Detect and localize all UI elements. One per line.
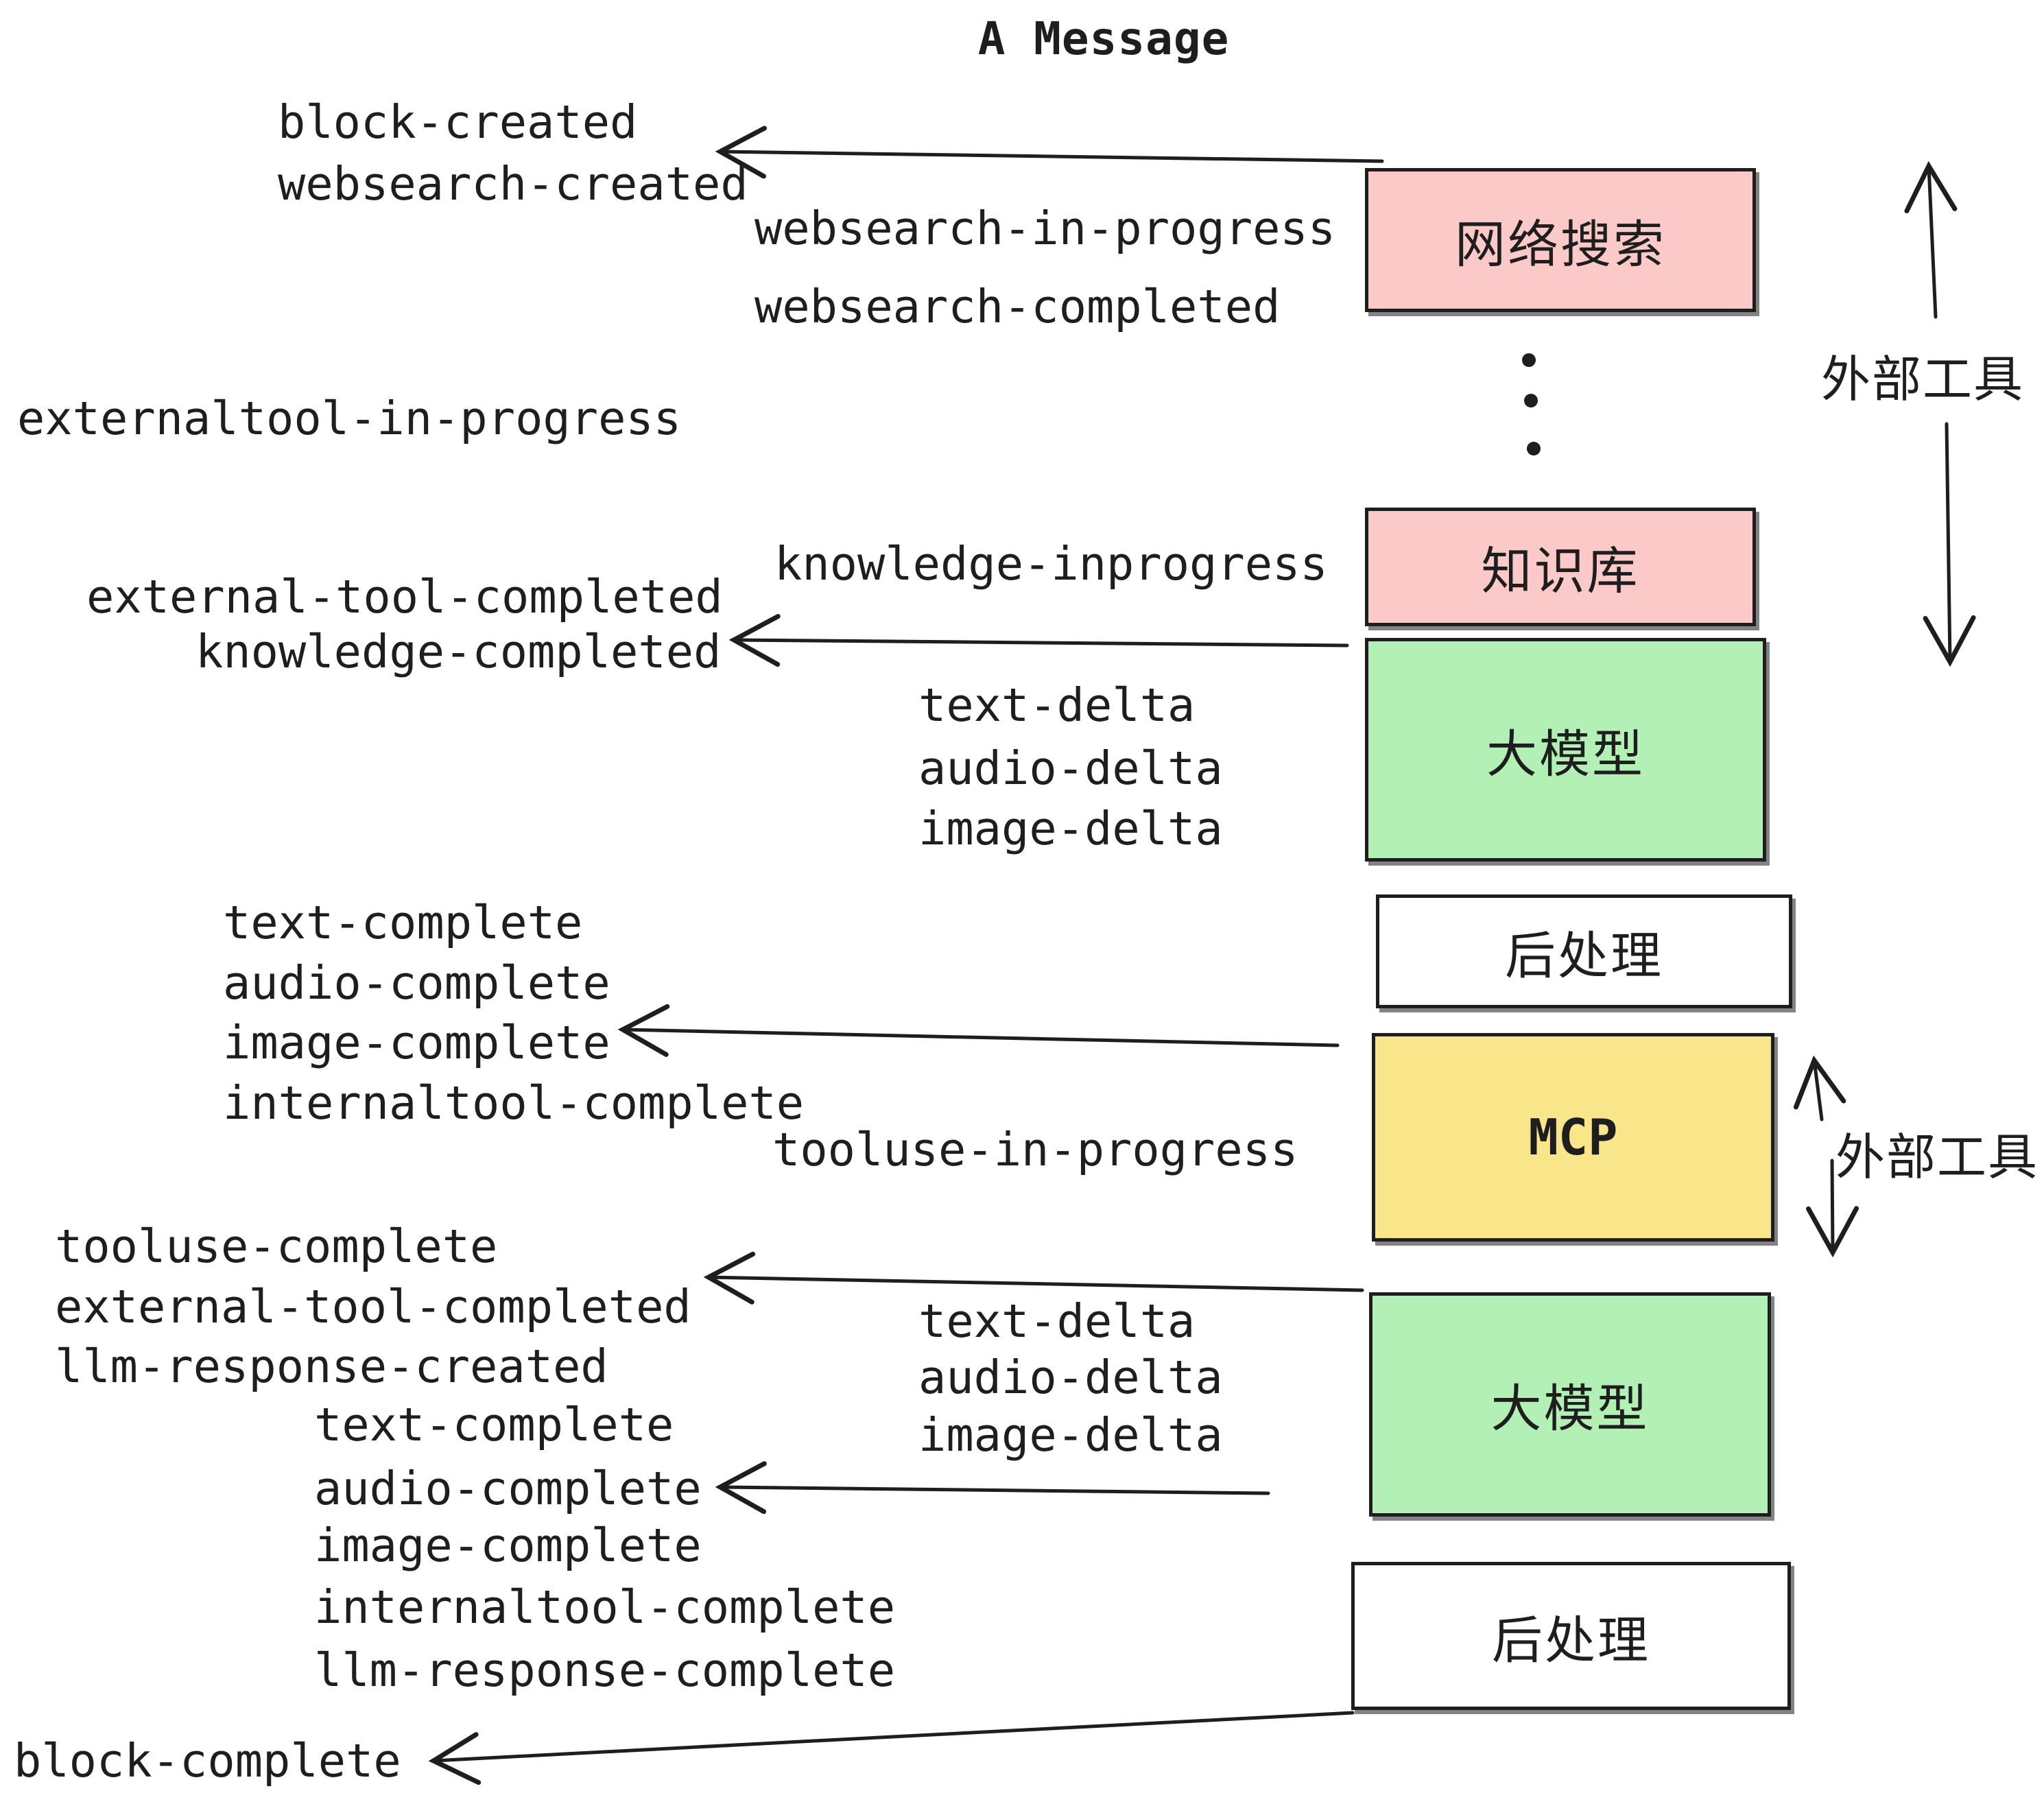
event-external-tool-completed-1: external-tool-completed bbox=[86, 570, 723, 624]
event-websearch-created: websearch-created bbox=[278, 157, 748, 211]
node-postprocess-2: 后处理 bbox=[1351, 1562, 1791, 1710]
node-llm-1: 大模型 bbox=[1365, 638, 1766, 862]
external-tools-label-2: 外部工具 bbox=[1835, 1128, 2039, 1186]
event-tooluse-in-progress: tooluse-in-progress bbox=[772, 1123, 1298, 1176]
event-text-delta-1: text-delta bbox=[918, 678, 1196, 732]
event-knowledge-completed: knowledge-completed bbox=[195, 625, 722, 678]
arrow-image-complete bbox=[617, 1004, 1340, 1057]
arrow-audio-complete bbox=[715, 1461, 1270, 1515]
arrow-tooluse-complete bbox=[703, 1251, 1364, 1305]
event-image-complete-1: image-complete bbox=[223, 1016, 610, 1069]
event-llm-response-complete: llm-response-complete bbox=[314, 1643, 896, 1697]
event-image-delta-2: image-delta bbox=[918, 1408, 1223, 1462]
event-knowledge-inprogress: knowledge-inprogress bbox=[774, 537, 1328, 591]
event-image-delta-1: image-delta bbox=[918, 802, 1223, 855]
event-websearch-in-progress: websearch-in-progress bbox=[754, 202, 1336, 255]
event-image-complete-2: image-complete bbox=[314, 1519, 702, 1572]
event-text-complete-1: text-complete bbox=[223, 896, 583, 949]
event-audio-complete-1: audio-complete bbox=[223, 956, 610, 1010]
ellipsis-dots bbox=[1522, 353, 1541, 455]
arrow-external-tools-up-1 bbox=[1904, 161, 1958, 319]
arrow-external-tools-down-2 bbox=[1806, 1159, 1859, 1258]
node-websearch-label: 网络搜索 bbox=[1455, 215, 1666, 274]
event-internaltool-complete-2: internaltool-complete bbox=[314, 1580, 896, 1634]
event-audio-delta-1: audio-delta bbox=[918, 741, 1223, 795]
event-text-delta-2: text-delta bbox=[918, 1294, 1196, 1348]
event-block-created: block-created bbox=[278, 95, 638, 149]
diagram-title: A Message bbox=[977, 12, 1230, 65]
event-externaltool-in-progress: externaltool-in-progress bbox=[17, 392, 682, 445]
event-audio-delta-2: audio-delta bbox=[918, 1351, 1223, 1404]
node-postprocess-1-label: 后处理 bbox=[1505, 926, 1663, 986]
node-postprocess-2-label: 后处理 bbox=[1492, 1611, 1650, 1670]
arrow-block-complete bbox=[428, 1711, 1355, 1785]
node-llm-2-label: 大模型 bbox=[1490, 1379, 1650, 1438]
node-llm-1-label: 大模型 bbox=[1486, 724, 1645, 784]
event-llm-response-created: llm-response-created bbox=[55, 1340, 608, 1393]
node-knowledge-base: 知识库 bbox=[1365, 508, 1756, 626]
node-knowledge-base-label: 知识库 bbox=[1481, 542, 1640, 601]
event-internaltool-complete-1: internaltool-complete bbox=[223, 1076, 805, 1130]
arrow-websearch-created bbox=[715, 126, 1384, 179]
node-mcp-label: MCP bbox=[1528, 1108, 1618, 1166]
event-tooluse-complete: tooluse-complete bbox=[55, 1220, 498, 1273]
node-llm-2: 大模型 bbox=[1369, 1292, 1771, 1517]
arrow-external-tools-up-2 bbox=[1793, 1055, 1846, 1121]
event-websearch-completed: websearch-completed bbox=[754, 280, 1281, 333]
event-audio-complete-2: audio-complete bbox=[314, 1462, 702, 1515]
arrow-knowledge-completed bbox=[728, 614, 1349, 667]
external-tools-label-1: 外部工具 bbox=[1821, 351, 2025, 408]
node-postprocess-1: 后处理 bbox=[1376, 894, 1792, 1008]
arrow-external-tools-down-1 bbox=[1923, 422, 1976, 667]
event-external-tool-completed-2: external-tool-completed bbox=[55, 1280, 691, 1333]
event-text-complete-2: text-complete bbox=[314, 1398, 674, 1451]
event-block-complete: block-complete bbox=[14, 1734, 401, 1788]
node-websearch: 网络搜索 bbox=[1365, 168, 1756, 312]
node-mcp: MCP bbox=[1372, 1033, 1774, 1242]
